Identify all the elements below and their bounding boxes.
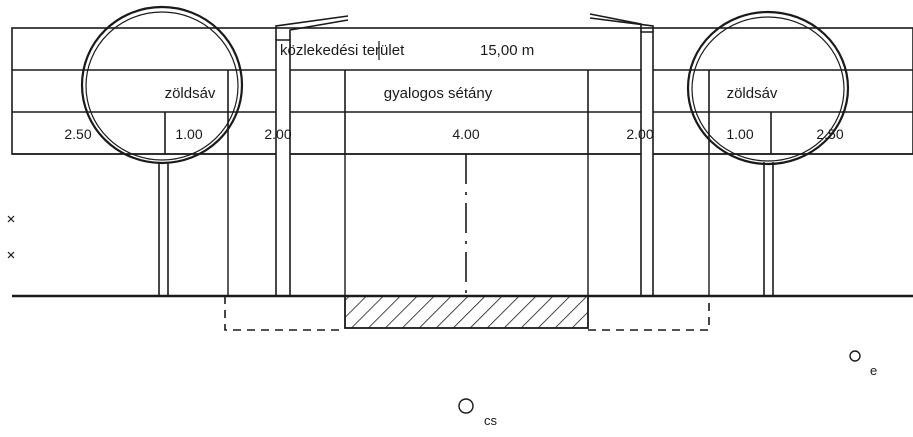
edge-marks bbox=[7, 215, 15, 259]
area-title: közlekedési terület bbox=[280, 42, 405, 59]
lamp-post-left bbox=[275, 15, 349, 296]
dimension-7: 2.50 bbox=[816, 126, 843, 142]
subgrade-outline-left bbox=[224, 296, 345, 331]
tree-crown-left bbox=[80, 5, 244, 165]
tree-left bbox=[80, 5, 244, 296]
dimension-4: 4.00 bbox=[452, 126, 479, 142]
table-grid bbox=[11, 27, 913, 155]
tree-right bbox=[686, 10, 850, 296]
dimension-5: 2.00 bbox=[626, 126, 653, 142]
pavement-section bbox=[344, 295, 589, 329]
zone-label-promenade: gyalogos sétány bbox=[384, 85, 493, 102]
dimension-3: 2.00 bbox=[264, 126, 291, 142]
marker-cs-circle bbox=[458, 398, 474, 414]
tree-crown-right bbox=[686, 10, 850, 166]
zone-label-left-green: zöldsáv bbox=[165, 85, 216, 102]
marker-e-label: e bbox=[870, 363, 877, 378]
marker-e-circle bbox=[849, 350, 861, 362]
construction-lines bbox=[227, 154, 710, 296]
subgrade-outline-right bbox=[588, 296, 710, 331]
total-width: 15,00 m bbox=[480, 42, 534, 59]
dimension-6: 1.00 bbox=[726, 126, 753, 142]
dimension-1: 2.50 bbox=[64, 126, 91, 142]
lamp-post-right bbox=[589, 13, 654, 296]
marker-cs-label: cs bbox=[484, 413, 498, 428]
zone-label-right-green: zöldsáv bbox=[727, 85, 778, 102]
dimension-2: 1.00 bbox=[175, 126, 202, 142]
